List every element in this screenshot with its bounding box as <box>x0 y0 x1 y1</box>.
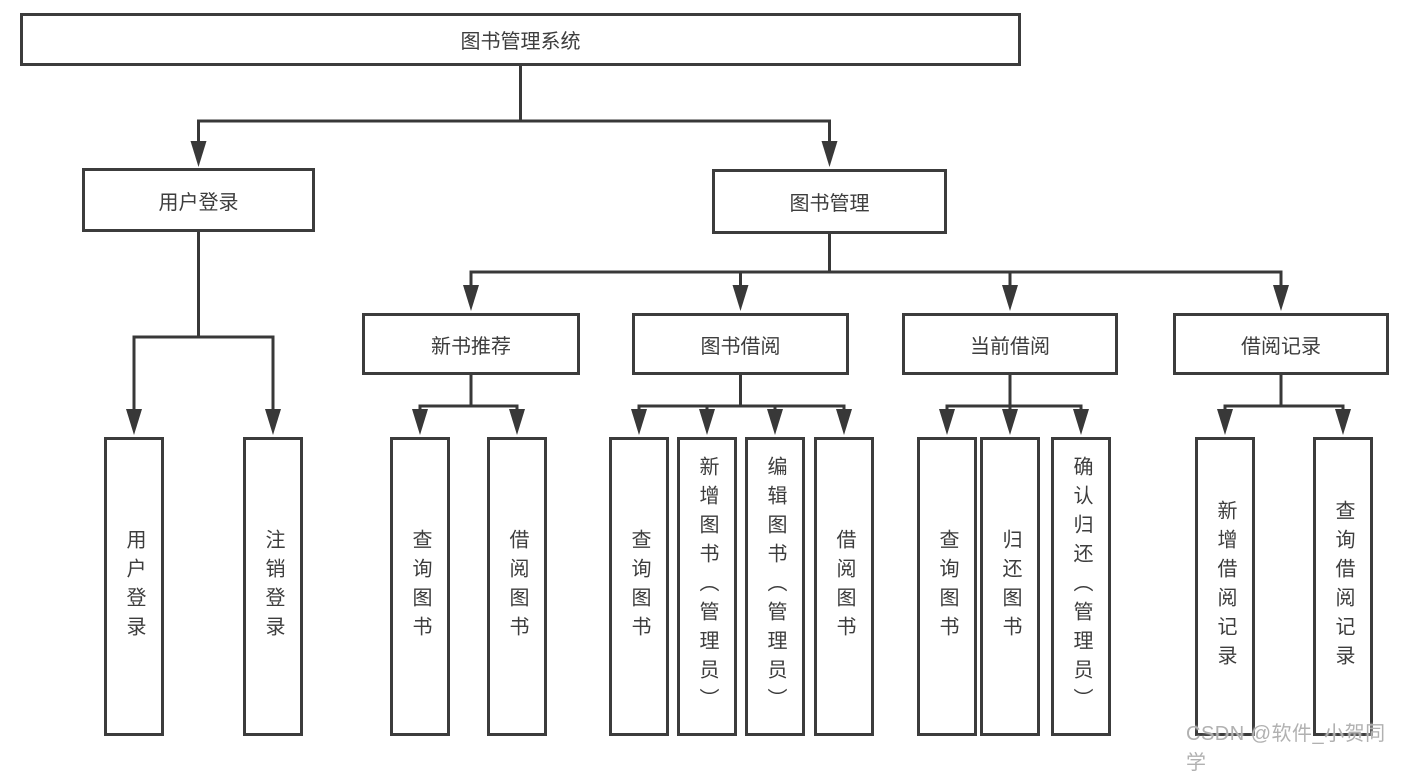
node-label: 新增图书（管理员） <box>696 456 718 717</box>
node-label: 确认归还（管理员） <box>1070 456 1092 717</box>
connector-group-book-management <box>463 234 1289 311</box>
diagram-canvas: 图书管理系统 用户登录 图书管理 新书推荐 图书借阅 当前借阅 借阅记录 用户登… <box>20 13 1389 774</box>
leaf-logout: 注销登录 <box>243 437 303 736</box>
node-label: 用户登录 <box>123 528 145 645</box>
connector-lines <box>126 66 1351 435</box>
leaf-nb-query-books: 查询图书 <box>390 437 450 736</box>
node-label: 借阅图书 <box>506 528 528 645</box>
node-user-login: 用户登录 <box>82 168 315 232</box>
watermark: CSDN @软件_小贺同学 <box>1186 723 1386 774</box>
leaf-bb-query-books: 查询图书 <box>609 437 669 736</box>
node-label: 查询图书 <box>628 528 650 645</box>
node-borrowing-records: 借阅记录 <box>1173 313 1389 375</box>
connector-group-current-borrowing <box>939 375 1089 435</box>
node-label: 查询图书 <box>936 528 958 645</box>
leaf-bb-add-books-admin: 新增图书（管理员） <box>677 437 737 736</box>
node-label: 查询借阅记录 <box>1332 499 1354 674</box>
connector-group-book-borrowing <box>631 375 852 435</box>
node-label: 图书管理系统 <box>460 31 581 53</box>
leaf-cb-query-books: 查询图书 <box>917 437 977 736</box>
node-current-borrowing: 当前借阅 <box>902 313 1118 375</box>
node-label: 注销登录 <box>262 528 284 645</box>
leaf-nb-borrow-books: 借阅图书 <box>487 437 547 736</box>
node-new-book-recommendation: 新书推荐 <box>362 313 580 375</box>
node-label: 当前借阅 <box>970 335 1050 358</box>
node-book-management: 图书管理 <box>712 169 947 234</box>
node-label: 查询图书 <box>409 528 431 645</box>
node-book-borrowing: 图书借阅 <box>632 313 849 375</box>
node-label: 借阅图书 <box>833 528 855 645</box>
leaf-br-add-record: 新增借阅记录 <box>1195 437 1255 736</box>
node-label: 图书管理 <box>789 193 870 215</box>
leaf-bb-edit-books-admin: 编辑图书（管理员） <box>745 437 805 736</box>
leaf-cb-confirm-return-admin: 确认归还（管理员） <box>1051 437 1111 736</box>
node-label: 用户登录 <box>158 191 239 214</box>
leaf-user-login: 用户登录 <box>104 437 164 736</box>
connector-group-borrowing-records <box>1217 375 1351 435</box>
leaf-bb-borrow-books: 借阅图书 <box>814 437 874 736</box>
node-label: 借阅记录 <box>1241 335 1321 358</box>
node-label: 图书借阅 <box>700 335 781 358</box>
connector-group-user-login <box>126 232 281 435</box>
connector-group-new-book-recommendation <box>412 375 525 435</box>
leaf-br-query-record: 查询借阅记录 <box>1313 437 1373 736</box>
node-label: 归还图书 <box>999 528 1021 645</box>
node-label: 新增借阅记录 <box>1214 499 1236 674</box>
node-label: 新书推荐 <box>431 335 511 358</box>
leaf-cb-return-books: 归还图书 <box>980 437 1040 736</box>
node-label: 编辑图书（管理员） <box>764 456 786 717</box>
connector-group-root <box>190 66 838 167</box>
node-book-management-system: 图书管理系统 <box>20 13 1021 66</box>
